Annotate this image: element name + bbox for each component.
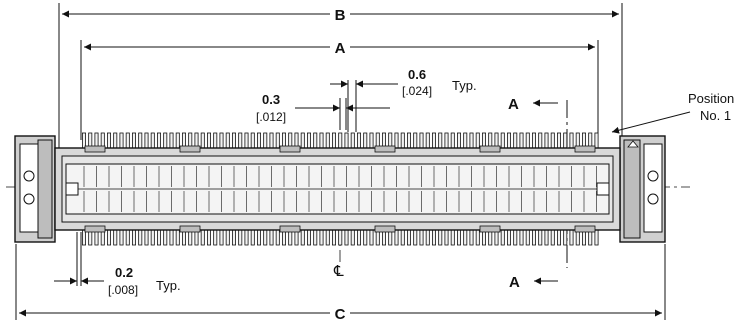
connector-body: [14, 132, 666, 246]
dimension-width: 0.3 [.012]: [256, 92, 390, 130]
rail-clip-top: [179, 145, 201, 153]
rail-clip-bottom: [479, 225, 501, 233]
rail-clip-top: [574, 145, 596, 153]
dim-a-label: A: [335, 40, 346, 57]
housing-rails: [84, 145, 596, 233]
rail-clip-top: [479, 145, 501, 153]
rail-clip-top: [279, 145, 301, 153]
pitch-inch: [.024]: [402, 84, 432, 98]
rail-clip-bottom: [374, 225, 396, 233]
position-label-line1: Position: [688, 91, 734, 106]
contact-grid: [83, 166, 597, 212]
pitch-value: 0.6: [408, 67, 426, 82]
gap-value: 0.2: [115, 265, 133, 280]
top-pin-row: [82, 132, 599, 151]
position-label-line2: No. 1: [700, 108, 731, 123]
dimension-c: C: [15, 244, 666, 323]
section-label-top: A: [508, 96, 519, 113]
dim-c-label: C: [335, 306, 346, 323]
rail-clip-bottom: [279, 225, 301, 233]
gap-note: Typ.: [156, 278, 181, 293]
bottom-pin-row: [82, 227, 599, 246]
dimension-b: B: [58, 3, 623, 150]
dimension-pitch: 0.6 [.024] Typ.: [330, 67, 477, 132]
width-value: 0.3: [262, 92, 280, 107]
pitch-note: Typ.: [452, 78, 477, 93]
gap-inch: [.008]: [108, 283, 138, 297]
rail-clip-bottom: [574, 225, 596, 233]
dimension-gap: 0.2 [.008] Typ.: [54, 232, 181, 297]
centerline-symbol: ℄: [333, 263, 344, 280]
position-callout: Position No. 1: [611, 91, 734, 134]
rail-clip-bottom: [179, 225, 201, 233]
rail-clip-bottom: [84, 225, 106, 233]
section-label-bottom: A: [509, 274, 520, 291]
dim-b-label: B: [335, 7, 346, 24]
left-end-cap: [14, 135, 56, 243]
rail-clip-top: [374, 145, 396, 153]
dimension-a: A: [80, 40, 599, 140]
right-end-cap: [619, 135, 666, 243]
width-inch: [.012]: [256, 110, 286, 124]
rail-clip-top: [84, 145, 106, 153]
